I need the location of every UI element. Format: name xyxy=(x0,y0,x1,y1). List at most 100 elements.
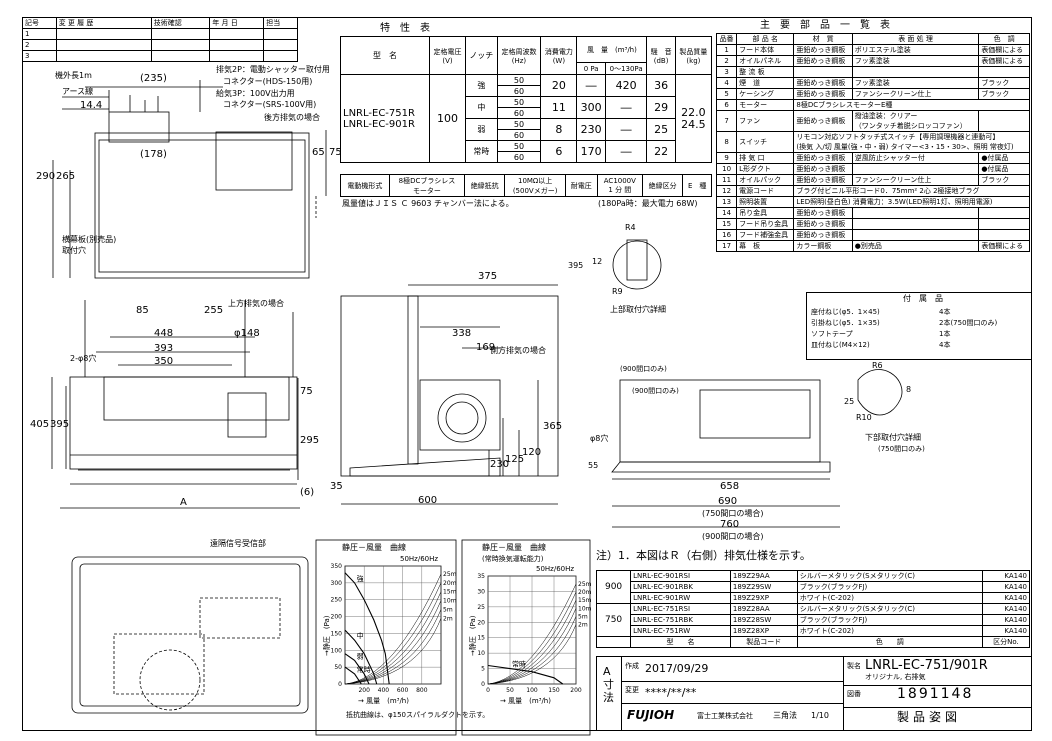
model-cell: KA140 xyxy=(981,570,1031,582)
spec-footer-value: E 種 xyxy=(682,174,712,197)
label-connector2: コネクター(SRS-100V用) xyxy=(223,100,317,109)
spec-footer-value: 8極DCブラシレス モーター xyxy=(388,174,466,197)
label-dim65: 65 xyxy=(312,147,325,158)
accessory-qty: 1本 xyxy=(939,330,951,338)
chart1-ylabel: →静圧 (Pa) xyxy=(323,615,331,656)
duct-curve xyxy=(344,573,442,685)
y-tick-label: 250 xyxy=(331,597,343,604)
y-tick-label: 350 xyxy=(331,563,343,570)
spec-header-power: 消費電力 (W) xyxy=(540,36,578,75)
series-line xyxy=(344,629,378,685)
change-value: ****/**/** xyxy=(645,686,697,699)
model-cell: LNRL-EC-751RSI xyxy=(630,603,731,615)
accessory-name: 引掛ねじ(φ5．1×35) xyxy=(811,319,880,327)
parts-cell: カラー鋼板 xyxy=(793,240,853,252)
duct-curve xyxy=(487,624,577,685)
label-dim900: (900間口の場合) xyxy=(702,532,764,541)
y-tick-label: 200 xyxy=(331,614,343,621)
note: 注）1．本図はＲ（右側）排気仕様を示す。 xyxy=(596,549,811,562)
chart2-subtitle: (常時換気運転能力) xyxy=(482,555,544,563)
y-tick-label: 15 xyxy=(477,635,485,642)
chart1-subtitle: 50Hz/60Hz xyxy=(400,555,439,563)
parts-cell: 4 xyxy=(715,77,738,89)
spec-model: LNRL-EC-901R xyxy=(343,118,415,130)
label-side-plate: 横幕板(別売品) xyxy=(62,235,117,244)
spec-p0: 170 xyxy=(576,140,606,163)
series-label: 弱 xyxy=(357,652,364,660)
duct-curve xyxy=(344,582,442,685)
model-cell: 189Z29SW xyxy=(729,581,798,593)
label-dim405: 405 xyxy=(30,419,50,430)
label-dim350: 350 xyxy=(154,356,174,367)
accessory-item: 座付ねじ(φ5．1×45) 4本 xyxy=(811,307,1027,318)
label-remote: 遠隔信号受信部 xyxy=(210,539,266,548)
model-cell: KA140 xyxy=(981,581,1031,593)
label-dim35: 35 xyxy=(330,481,343,492)
label-dim25: 25 xyxy=(844,397,855,406)
accessories-list: 座付ねじ(φ5．1×45) 4本引掛ねじ(φ5．1×35) 2本(750間口のみ) ソ… xyxy=(811,307,1027,351)
model-cell: ブラック(ブラックFJ) xyxy=(796,581,983,593)
drawing-number: 1891148 xyxy=(897,686,974,702)
label-dim338: 338 xyxy=(452,328,472,339)
label-dim120: 120 xyxy=(522,447,542,458)
spec-header-noise: 騒 音 (dB) xyxy=(646,36,676,75)
model-cell: 750 xyxy=(595,603,632,637)
parts-cell: 幕 板 xyxy=(736,240,795,252)
label-dim6: (6) xyxy=(300,487,315,498)
duct-curve xyxy=(344,591,442,685)
duct-curve xyxy=(344,600,442,685)
label-dim690: 690 xyxy=(718,496,738,507)
label-connector1: コネクター(HDS-150用) xyxy=(223,77,313,86)
accessory-qty: 4本 xyxy=(939,308,951,316)
label-top-exhaust: 上方排気の場合 xyxy=(228,299,284,308)
spec-footer-label: 耐電圧 xyxy=(564,174,598,197)
duct-label: 2m xyxy=(578,622,588,629)
chart1-frame xyxy=(315,539,457,736)
projection: 三角法 xyxy=(773,711,797,720)
duct-curve xyxy=(487,608,577,685)
label-r9: R9 xyxy=(612,287,623,296)
accessory-name: ソフトテープ xyxy=(811,330,853,338)
drawing-sheet xyxy=(22,17,1032,731)
company-name: 富士工業株式会社 xyxy=(697,712,753,720)
model-cell: シルバーメタリック(Sメタリック(C) xyxy=(796,603,983,615)
parts-cell: ●別売品 xyxy=(851,240,980,252)
x-tick-label: 200 xyxy=(358,687,370,694)
accessory-qty: 2本(750間口のみ) xyxy=(939,319,998,327)
chart2-xlabel: → 風量 (m³/h) xyxy=(500,697,551,705)
accessory-name: 座付ねじ(φ5．1×45) xyxy=(811,308,880,316)
spec-header-p130: 0〜130Pa xyxy=(604,62,648,75)
series-label: 常時 xyxy=(357,665,371,674)
label-dim365: 365 xyxy=(543,421,563,432)
chart1-title: 静圧－風量 曲線 xyxy=(342,543,406,552)
y-tick-label: 100 xyxy=(331,647,343,654)
x-tick-label: 800 xyxy=(416,687,428,694)
document-title: 製品姿図 xyxy=(897,710,962,724)
label-r6: R6 xyxy=(872,361,883,370)
label-dim75b: 75 xyxy=(300,386,313,397)
spec-model: LNRL-EC-751R xyxy=(343,107,415,119)
spec-header-airflow: 風 量 (m³/h) xyxy=(576,36,648,63)
label-dim125: 125 xyxy=(505,454,525,465)
spec-note-right: (180Pa時：最大電力 68W) xyxy=(598,199,698,208)
y-tick-label: 30 xyxy=(477,588,485,595)
accessory-item: ソフトテープ 1本 xyxy=(811,329,1027,340)
chart2-frame xyxy=(461,539,591,736)
label-dim395b: 395 xyxy=(568,261,584,270)
label-mount-hole: 取付穴 xyxy=(62,246,86,255)
chart2-title: 静圧－風量 曲線 xyxy=(482,543,546,552)
label-dim448: 448 xyxy=(154,328,174,339)
duct-label: 5m xyxy=(578,613,588,620)
spec-footer-value: AC1000V 1 分 間 xyxy=(596,174,644,197)
y-tick-label: 35 xyxy=(477,573,485,580)
spec-weight: 22.0 xyxy=(681,105,706,119)
model-footer: 区分No. xyxy=(981,636,1031,648)
spec-footer-label: 絶縁抵抗 xyxy=(464,174,506,197)
label-bottom-hole-sub: (750間口のみ) xyxy=(878,445,925,453)
model-cell: 189Z29AA xyxy=(729,570,798,582)
